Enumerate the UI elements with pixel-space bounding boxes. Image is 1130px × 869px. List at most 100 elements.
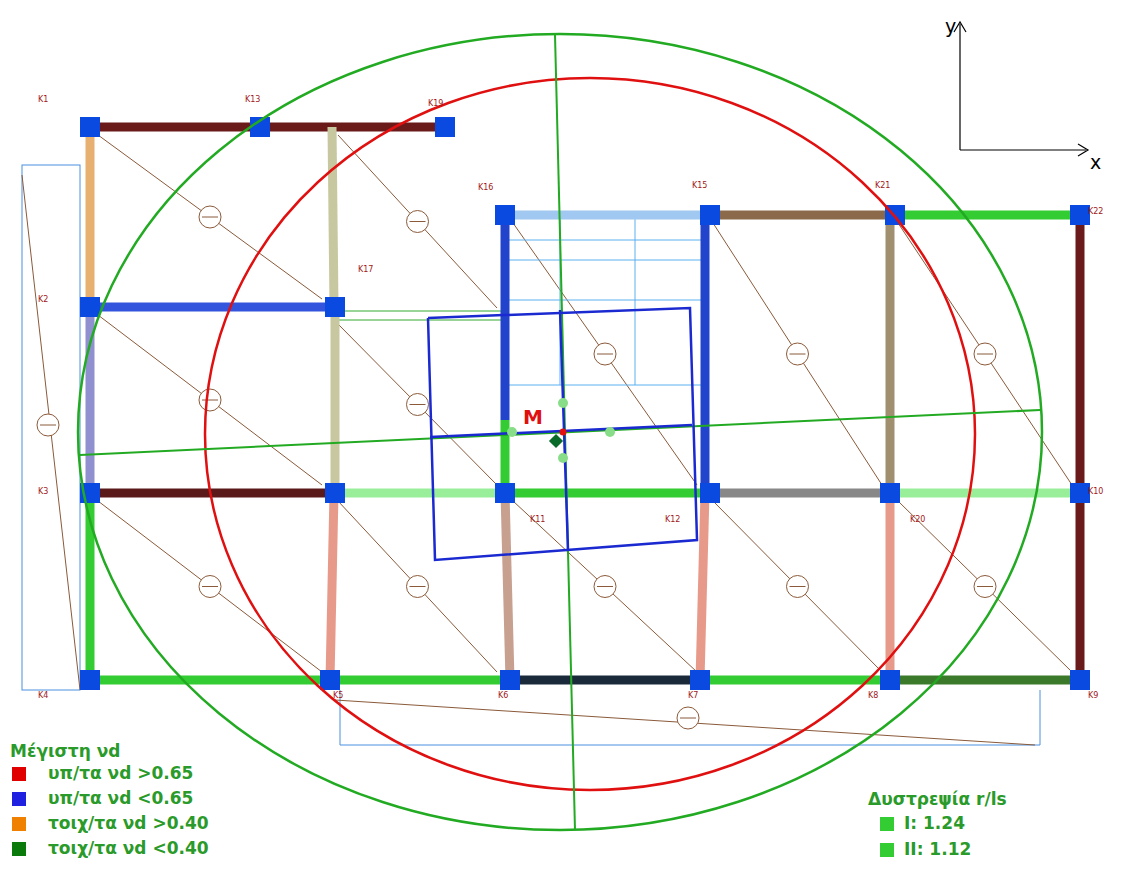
slab-symbol bbox=[199, 389, 221, 411]
column-label: K22 bbox=[1088, 208, 1103, 217]
stiffness-center bbox=[560, 429, 567, 436]
column bbox=[325, 297, 345, 317]
slab-symbol bbox=[199, 206, 221, 228]
column-label: K9 bbox=[1088, 692, 1098, 701]
center-point bbox=[558, 398, 568, 408]
beam bbox=[510, 676, 700, 685]
beam bbox=[890, 211, 1080, 220]
beam bbox=[331, 307, 340, 493]
legend-text: II: 1.12 bbox=[904, 840, 971, 859]
column bbox=[1070, 205, 1090, 225]
slab-symbol bbox=[974, 343, 996, 365]
beam bbox=[701, 215, 710, 493]
column bbox=[880, 670, 900, 690]
slab-diagonal bbox=[898, 223, 1072, 485]
slab-diagonal bbox=[98, 315, 322, 485]
legend-swatch bbox=[880, 843, 894, 857]
legend-heading: Μέγιστη νd bbox=[10, 742, 120, 761]
column bbox=[320, 670, 340, 690]
beam bbox=[1076, 215, 1085, 493]
beam bbox=[90, 489, 335, 498]
column-label: K7 bbox=[688, 692, 698, 701]
cantilever-outline bbox=[22, 165, 80, 690]
beam bbox=[705, 489, 890, 498]
thin-beam bbox=[335, 311, 505, 312]
slab-symbol bbox=[677, 707, 699, 729]
column-label: K17 bbox=[358, 266, 373, 275]
stair-grid bbox=[505, 240, 705, 241]
column-label: K21 bbox=[875, 182, 890, 191]
stiffness-axis bbox=[430, 425, 692, 437]
beam bbox=[501, 215, 510, 420]
beam bbox=[505, 211, 705, 220]
legend-text: τοιχ/τα νd >0.40 bbox=[48, 814, 209, 833]
slab-symbol bbox=[594, 576, 616, 598]
inertia-radius-ellipse bbox=[205, 78, 975, 790]
column bbox=[700, 483, 720, 503]
column bbox=[880, 483, 900, 503]
stair-grid bbox=[505, 385, 705, 386]
slab-symbol bbox=[407, 394, 429, 416]
column bbox=[690, 670, 710, 690]
slab-symbol bbox=[407, 576, 429, 598]
center-point bbox=[605, 427, 615, 437]
stiffness-polygon bbox=[428, 308, 697, 560]
column-label: K1 bbox=[38, 96, 48, 105]
column-label: K13 bbox=[245, 96, 260, 105]
beam bbox=[86, 127, 95, 307]
slab-symbol bbox=[974, 576, 996, 598]
legend-text: I: 1.24 bbox=[904, 814, 965, 833]
slab-diagonal bbox=[513, 223, 697, 485]
column bbox=[80, 117, 100, 137]
beam bbox=[700, 676, 890, 685]
beam bbox=[705, 211, 890, 220]
legend-swatch bbox=[12, 792, 26, 806]
slab-diagonal bbox=[338, 135, 497, 308]
center-point bbox=[507, 427, 517, 437]
slab-diagonal bbox=[98, 501, 322, 672]
column-label: K11 bbox=[530, 516, 545, 525]
column bbox=[500, 670, 520, 690]
principal-axis bbox=[80, 410, 1040, 455]
slab-diagonal bbox=[513, 501, 697, 672]
beam bbox=[332, 127, 334, 307]
thin-beam bbox=[335, 320, 505, 321]
column-label: K6 bbox=[498, 692, 508, 701]
stair-grid bbox=[505, 260, 705, 261]
slab-diagonal bbox=[22, 175, 80, 690]
torsion-radius-ellipse bbox=[78, 34, 1042, 830]
slab-diagonal bbox=[898, 501, 1072, 672]
column bbox=[495, 205, 515, 225]
column-label: K15 bbox=[692, 182, 707, 191]
center-point bbox=[558, 453, 568, 463]
column-label: K5 bbox=[333, 692, 343, 701]
axis-arrows bbox=[954, 22, 1088, 156]
legend-heading: Δυστρεψία r/ls bbox=[868, 790, 1007, 809]
column-label: K12 bbox=[665, 516, 680, 525]
mass-center bbox=[549, 434, 563, 448]
beam bbox=[330, 676, 510, 685]
slab-diagonal bbox=[338, 324, 497, 485]
point-label: M bbox=[522, 406, 544, 428]
legend-swatch bbox=[12, 842, 26, 856]
legend-swatch bbox=[12, 767, 26, 781]
beam bbox=[90, 303, 335, 312]
column bbox=[1070, 483, 1090, 503]
column-label: K16 bbox=[478, 184, 493, 193]
cantilever-outline bbox=[340, 690, 1040, 745]
slab-symbol bbox=[37, 414, 59, 436]
column-label: K10 bbox=[1088, 488, 1103, 497]
stair-grid bbox=[505, 300, 705, 301]
legend-text: υπ/τα νd >0.65 bbox=[48, 764, 193, 783]
slab-diagonal bbox=[713, 223, 882, 485]
beam bbox=[890, 489, 1080, 498]
column bbox=[700, 205, 720, 225]
beam bbox=[1076, 493, 1085, 680]
column bbox=[325, 483, 345, 503]
beam bbox=[505, 489, 705, 498]
legend-text: τοιχ/τα νd <0.40 bbox=[48, 839, 209, 858]
slab-diagonal bbox=[335, 700, 1035, 745]
slab-diagonal bbox=[713, 501, 882, 672]
column-label: K20 bbox=[910, 516, 925, 525]
